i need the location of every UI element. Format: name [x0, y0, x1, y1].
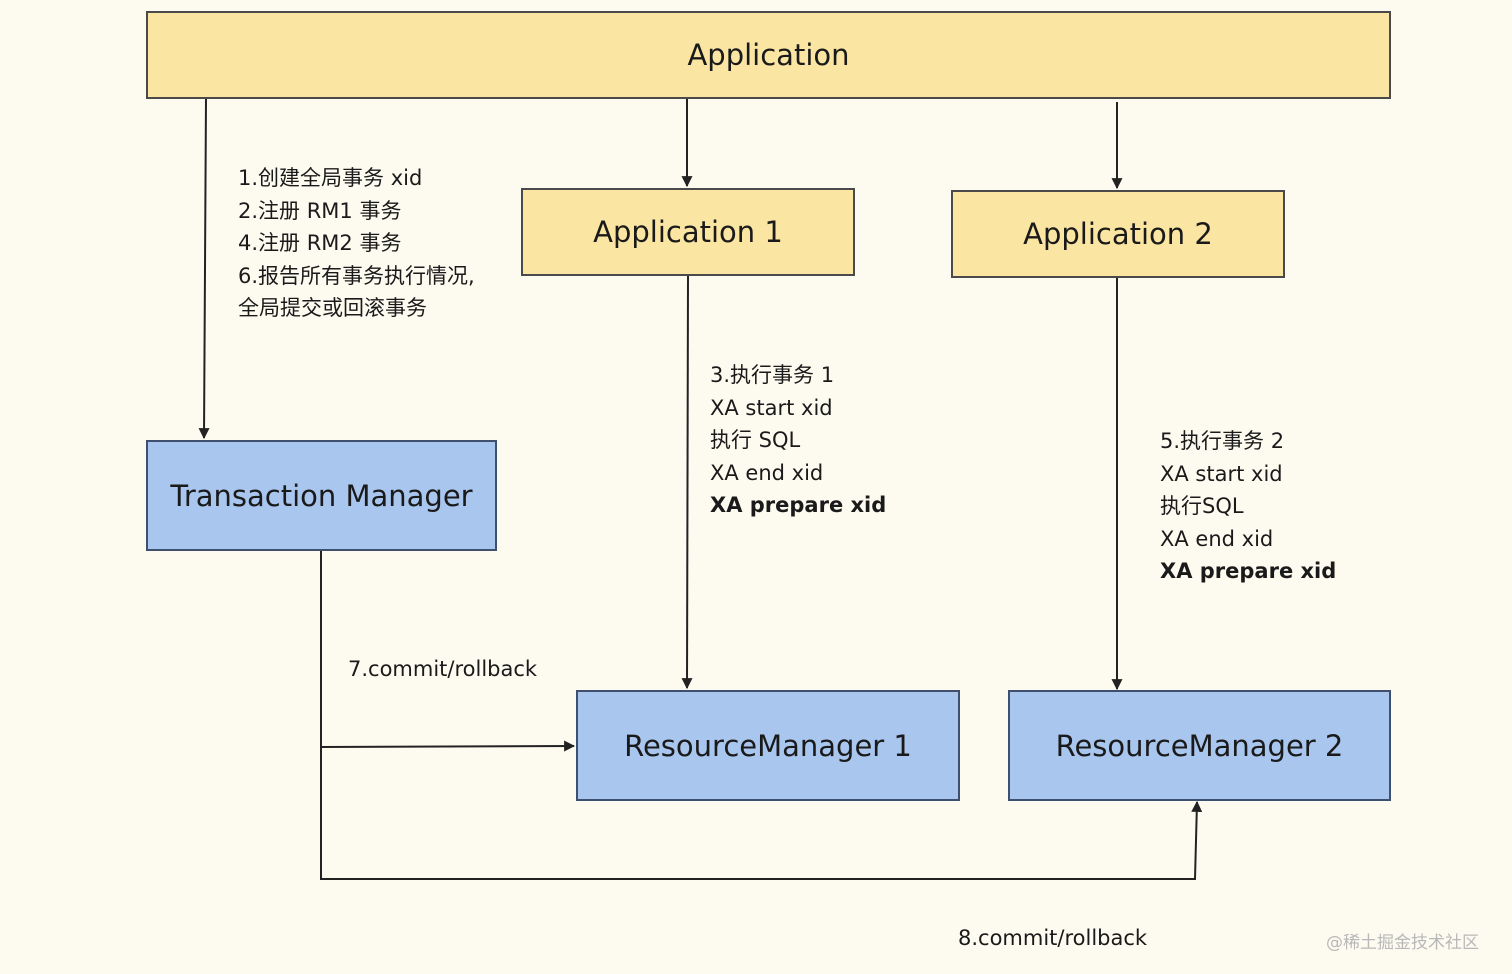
app2-step: XA end xid	[1160, 526, 1274, 551]
edge-label-commit-rm2: 8.commit/rollback	[958, 926, 1148, 950]
node-transaction-manager-label: Transaction Manager	[170, 478, 473, 513]
transaction-manager-steps: 1.创建全局事务 xid 2.注册 RM1 事务 4.注册 RM2 事务 6.报…	[238, 162, 475, 325]
application-1-steps: 3.执行事务 1 XA start xid 执行 SQL XA end xid …	[710, 359, 886, 522]
node-application-1-label: Application 1	[593, 215, 783, 249]
app2-step: XA prepare xid	[1160, 559, 1337, 584]
app2-step: XA start xid	[1160, 461, 1283, 486]
app2-step: 执行SQL	[1160, 494, 1244, 519]
node-resource-manager-2: ResourceManager 2	[1008, 690, 1391, 801]
app1-step: XA start xid	[710, 395, 833, 420]
node-resource-manager-2-label: ResourceManager 2	[1055, 728, 1344, 763]
tm-step: 全局提交或回滚事务	[238, 296, 427, 321]
node-transaction-manager: Transaction Manager	[146, 440, 497, 551]
edge-transaction-manager-to-resource-manager-1	[320, 551, 576, 752]
app1-step: XA end xid	[710, 460, 824, 485]
tm-step: 4.注册 RM2 事务	[238, 231, 402, 256]
application-2-steps: 5.执行事务 2 XA start xid 执行SQL XA end xid X…	[1160, 425, 1336, 588]
node-application-label: Application	[687, 38, 850, 72]
edge-label-commit-rm1: 7.commit/rollback	[348, 657, 538, 681]
app1-step: 3.执行事务 1	[710, 363, 835, 387]
edge-application-to-transaction-manager	[198, 97, 210, 440]
tm-step: 2.注册 RM1 事务	[238, 198, 402, 223]
app2-step: 5.执行事务 2	[1160, 429, 1285, 453]
tm-step: 6.报告所有事务执行情况,	[238, 263, 475, 288]
node-resource-manager-1: ResourceManager 1	[576, 690, 960, 801]
node-application-2-label: Application 2	[1023, 217, 1213, 251]
tm-step: 1.创建全局事务 xid	[238, 166, 423, 190]
node-application-2: Application 2	[951, 190, 1285, 278]
app1-step: 执行 SQL	[710, 428, 801, 453]
node-application-1: Application 1	[521, 188, 855, 276]
node-resource-manager-1-label: ResourceManager 1	[624, 728, 912, 763]
watermark: @稀土掘金技术社区	[1326, 933, 1479, 953]
edge-application-1-to-resource-manager-1	[681, 275, 693, 690]
edge-transaction-manager-to-resource-manager-2	[320, 747, 1203, 880]
app1-step: XA prepare xid	[710, 493, 887, 518]
node-application: Application	[146, 11, 1391, 99]
